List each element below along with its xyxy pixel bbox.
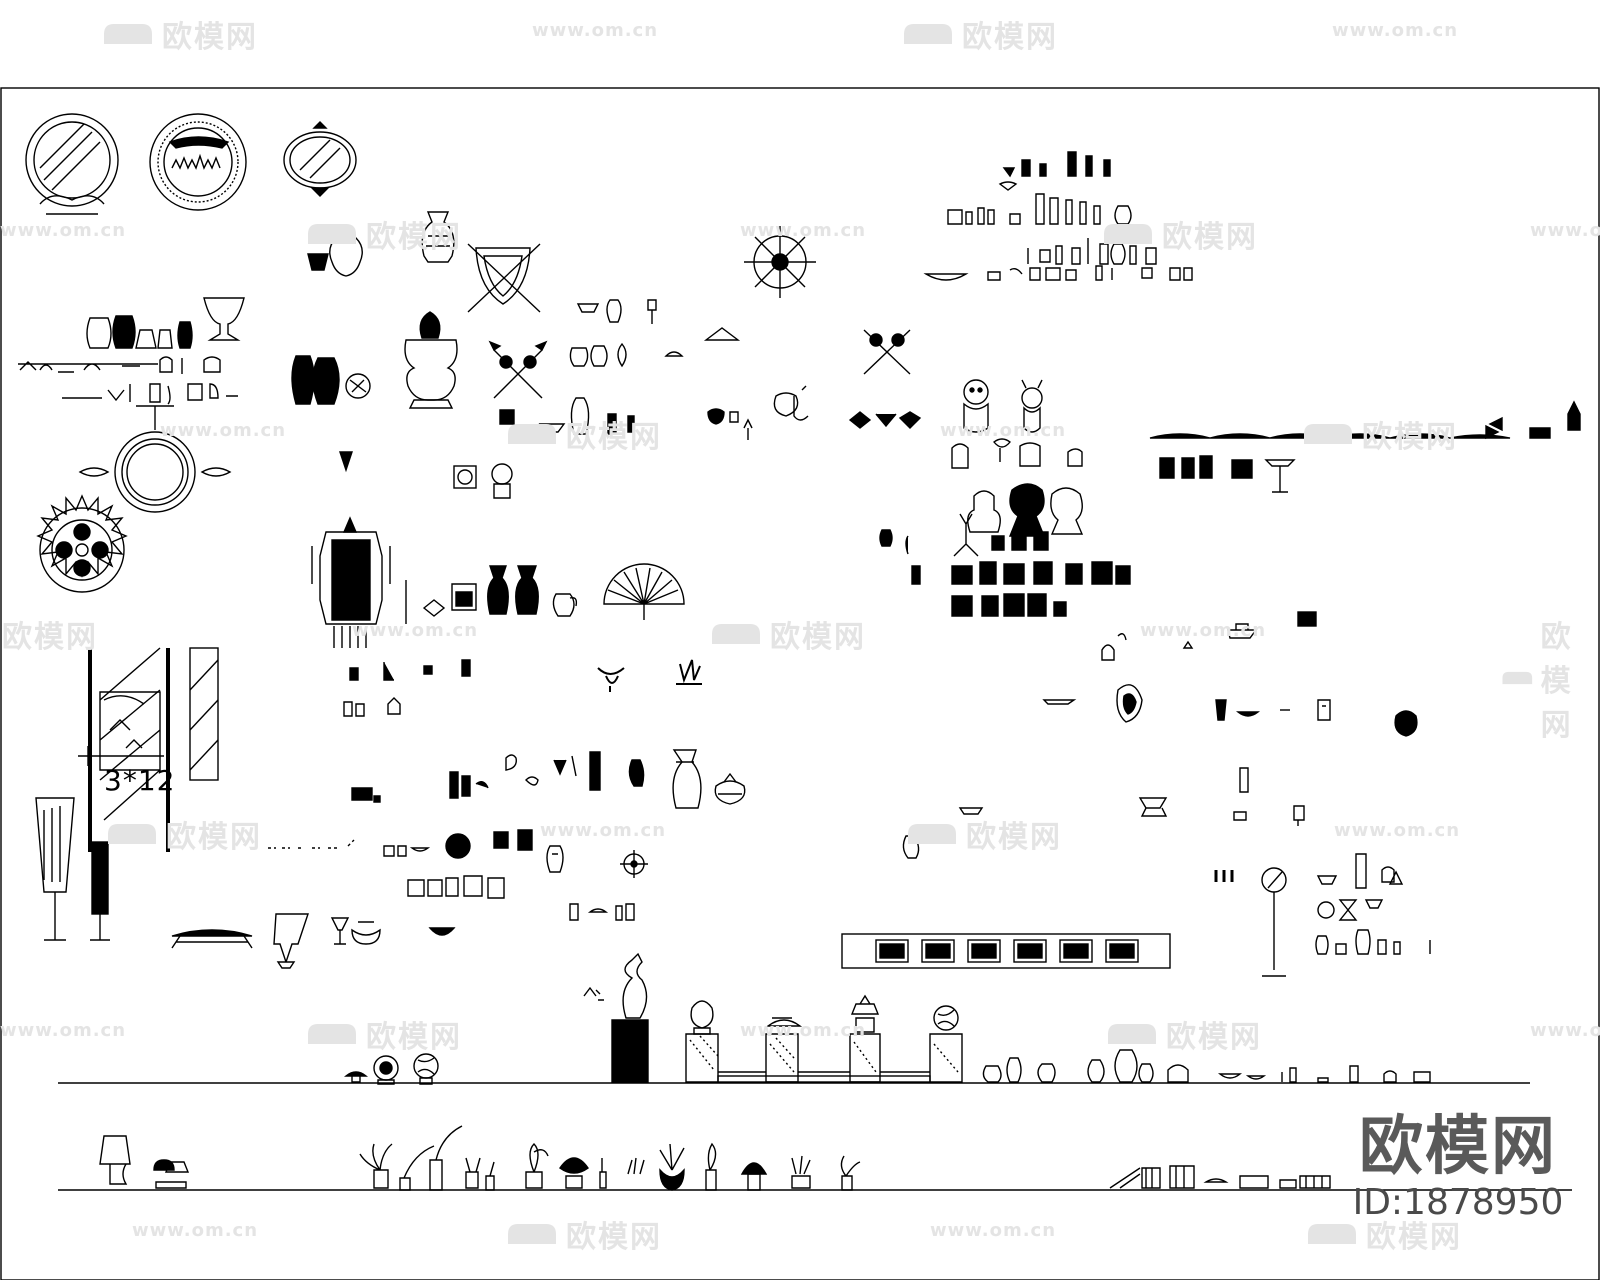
oval-mirror-icon <box>283 121 357 197</box>
vase-row-icon <box>405 565 578 624</box>
small-objects-icon <box>499 299 809 440</box>
vehicle-row-icon <box>1149 400 1581 493</box>
wall-clock-icon <box>453 463 513 499</box>
ornate-urn-icon <box>404 311 458 409</box>
drawing-frame <box>0 87 1600 1280</box>
side-table-icon <box>171 913 456 969</box>
books-stack-icon <box>1109 1165 1331 1189</box>
lantern-icon <box>311 516 391 648</box>
right-decor-icon <box>902 611 1431 977</box>
corner-brand: 欧模网 ID:1878950 <box>1348 1112 1568 1224</box>
sun-mirror-icon <box>36 494 128 593</box>
ornate-round-frame-icon <box>149 113 247 211</box>
potted-plant-row-icon <box>99 1125 861 1191</box>
small-sculptures-icon <box>344 1053 439 1085</box>
vase-group-icon <box>18 297 245 405</box>
pedestal-display-icon <box>583 952 963 1083</box>
tall-vase-pair-icon <box>291 355 371 405</box>
picture-frame-strip-icon <box>841 933 1171 969</box>
bottle-shelf-icon <box>923 151 1193 281</box>
crossed-spears-icon <box>488 329 911 399</box>
ring-mirror-icon <box>78 405 232 513</box>
corner-brand-name: 欧模网 <box>1359 1110 1557 1184</box>
shield-crest-icon <box>467 243 541 313</box>
ship-wheel-icon <box>620 226 816 878</box>
corner-model-id: ID:1878950 <box>1352 1182 1564 1223</box>
round-mirror-icon <box>25 113 119 215</box>
amphora-vase-icon <box>307 211 455 277</box>
small-decor-icon <box>268 451 746 921</box>
vase-lineup-icon <box>982 1049 1431 1083</box>
dimension-label: 3*12 <box>104 764 176 797</box>
figurine-cluster-icon <box>879 379 1131 617</box>
floor-lamp-icon <box>35 797 110 941</box>
glass-panel-icon <box>78 647 219 852</box>
butterfly-group-icon <box>848 411 922 429</box>
hand-fan-icon <box>603 563 685 620</box>
